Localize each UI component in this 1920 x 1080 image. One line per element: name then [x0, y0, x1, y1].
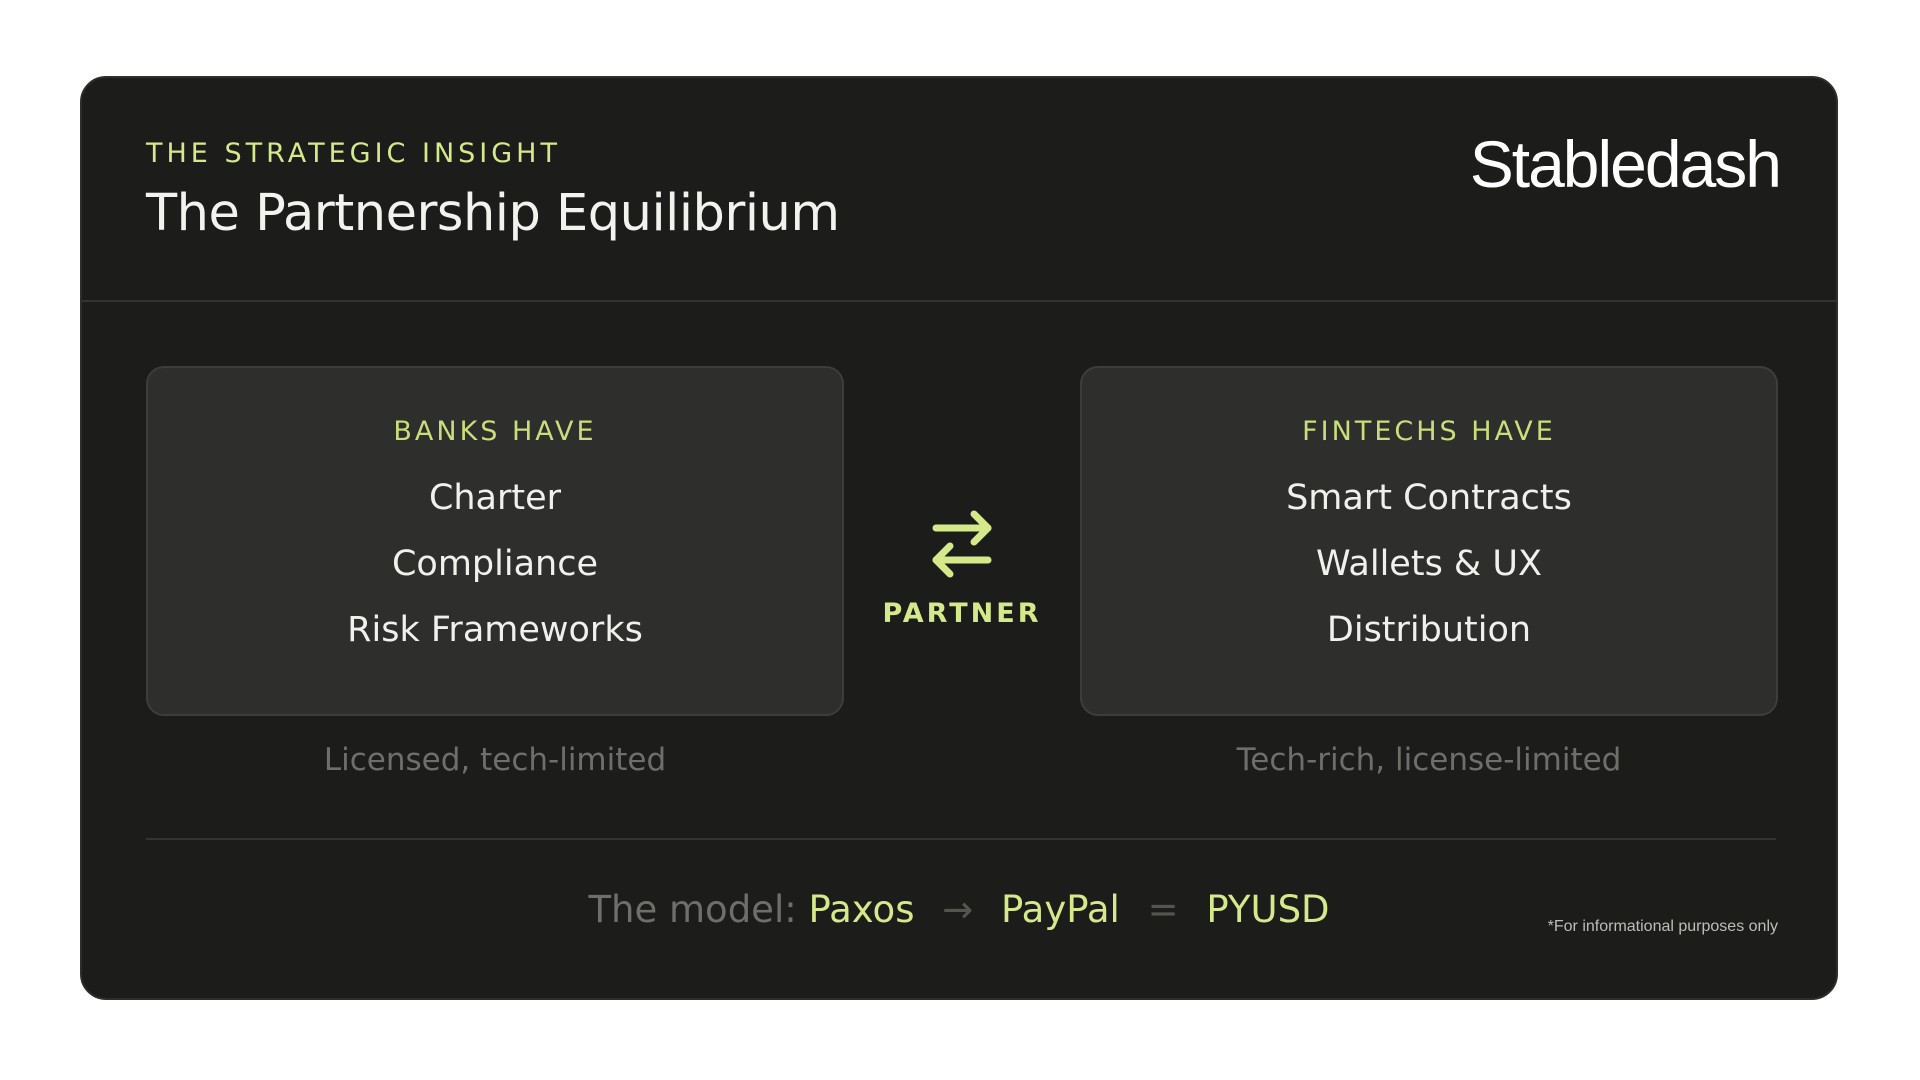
partner-label: PARTNER	[882, 598, 1042, 629]
page-title: The Partnership Equilibrium	[146, 184, 840, 243]
model-result: PYUSD	[1206, 888, 1330, 931]
card-header: THE STRATEGIC INSIGHT The Partnership Eq…	[82, 78, 1836, 302]
list-item: Charter	[428, 478, 562, 518]
model-lead: The model:	[588, 888, 797, 931]
model-line: The model: Paxos → PayPal = PYUSD	[82, 888, 1836, 931]
fintechs-heading: FINTECHS HAVE	[1302, 416, 1556, 447]
fintechs-panel: FINTECHS HAVE Smart Contracts Wallets & …	[1080, 366, 1778, 716]
divider	[146, 838, 1776, 840]
model-first: Paxos	[808, 888, 915, 931]
list-item: Smart Contracts	[1286, 478, 1572, 518]
fintechs-caption: Tech-rich, license-limited	[1236, 742, 1622, 778]
disclaimer-footnote: *For informational purposes only	[1547, 918, 1778, 935]
brand-logo: Stabledash	[1469, 127, 1782, 201]
model-second: PayPal	[1001, 888, 1120, 931]
arrow-right-icon: →	[942, 888, 974, 931]
list-item: Distribution	[1326, 610, 1532, 650]
fintechs-list: Smart Contracts Wallets & UX Distributio…	[1082, 465, 1776, 663]
banks-panel: BANKS HAVE Charter Compliance Risk Frame…	[146, 366, 844, 716]
partner-exchange: PARTNER	[844, 508, 1080, 629]
eyebrow-label: THE STRATEGIC INSIGHT	[146, 138, 561, 169]
banks-list: Charter Compliance Risk Frameworks	[148, 465, 842, 663]
banks-caption: Licensed, tech-limited	[323, 742, 667, 778]
banks-heading: BANKS HAVE	[393, 416, 597, 447]
list-item: Risk Frameworks	[347, 610, 643, 650]
insight-card: THE STRATEGIC INSIGHT The Partnership Eq…	[80, 76, 1838, 1000]
list-item: Wallets & UX	[1316, 544, 1542, 584]
equals-icon: =	[1147, 888, 1179, 931]
list-item: Compliance	[391, 544, 599, 584]
swap-arrows-icon	[932, 510, 992, 578]
